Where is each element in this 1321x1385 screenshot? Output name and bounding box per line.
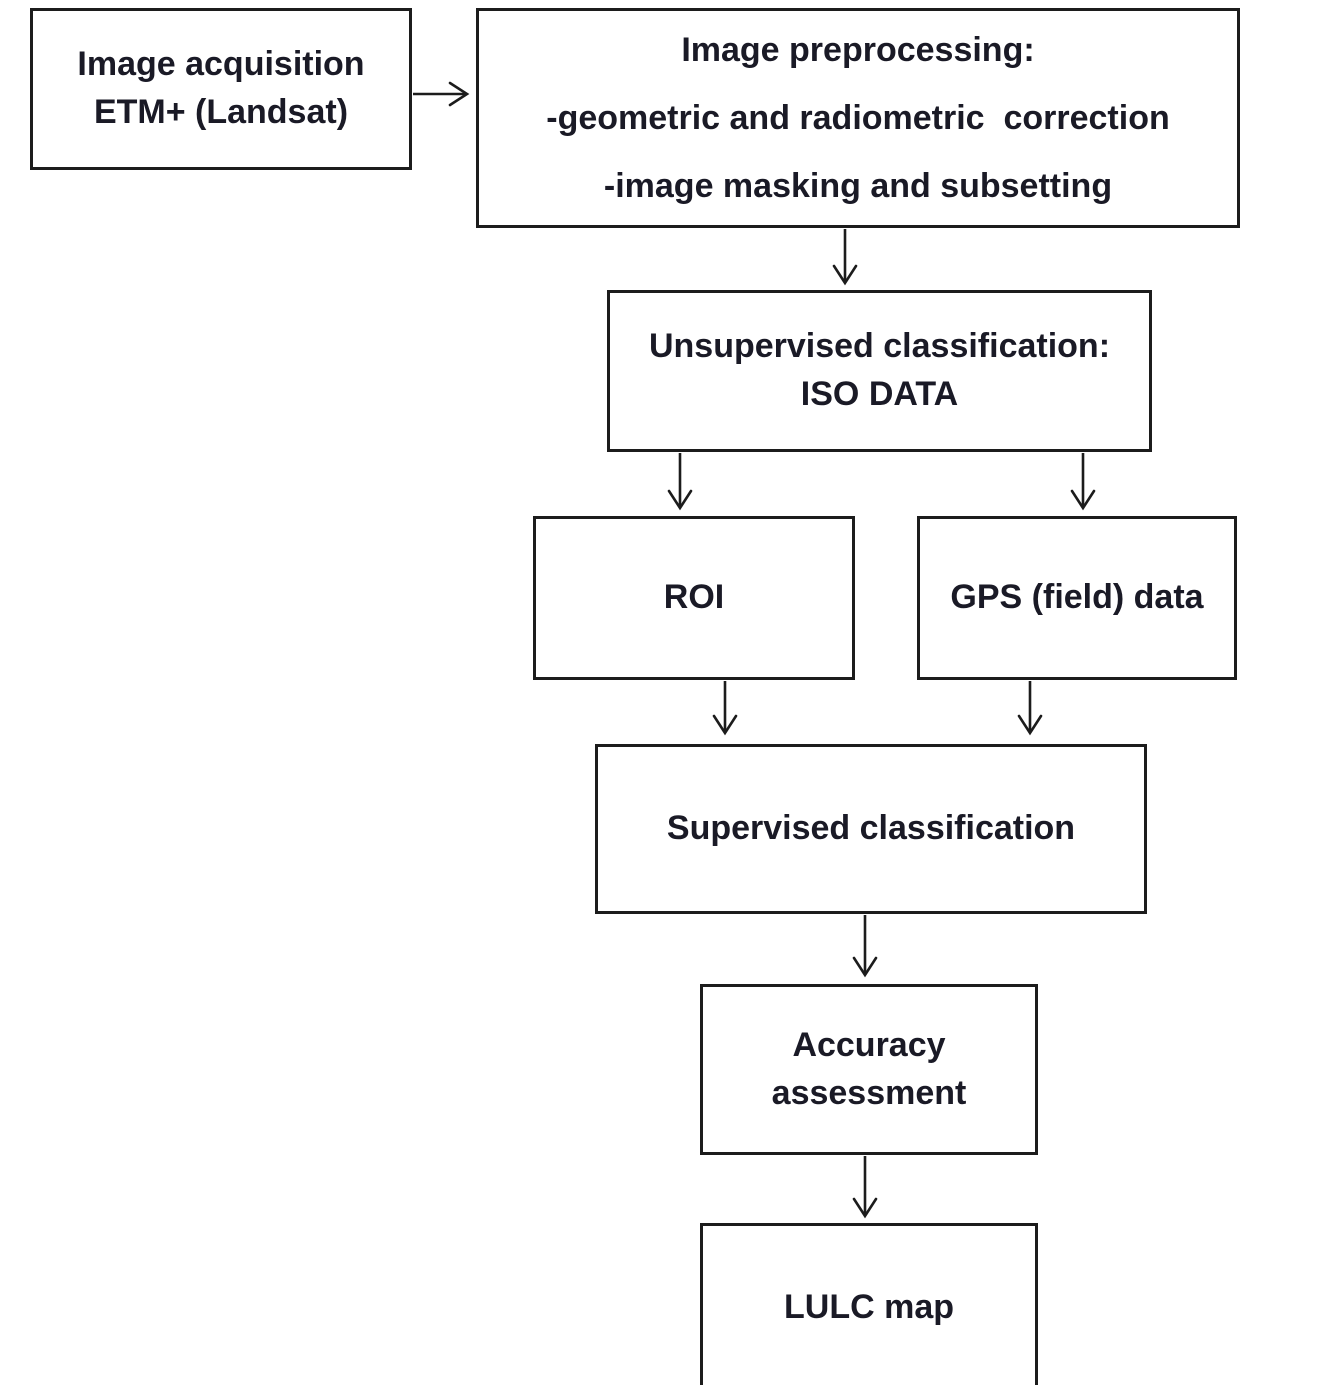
node-image-preprocessing: Image preprocessing: -geometric and radi… <box>476 8 1240 228</box>
node-unsupervised-classification-line1: Unsupervised classification: <box>648 327 1111 366</box>
node-gps-field-data-label: GPS (field) data <box>950 578 1204 617</box>
node-supervised-classification-label: Supervised classification <box>666 809 1076 848</box>
node-image-preprocessing-line2: -geometric and radiometric correction <box>546 99 1170 137</box>
node-lulc-map-label: LULC map <box>784 1288 954 1327</box>
node-roi-label: ROI <box>663 578 725 617</box>
node-image-acquisition: Image acquisition ETM+ (Landsat) <box>30 8 412 170</box>
node-image-acquisition-line2: ETM+ (Landsat) <box>93 93 349 131</box>
node-unsupervised-classification: Unsupervised classification: ISO DATA <box>607 290 1152 452</box>
node-supervised-classification: Supervised classification <box>595 744 1147 914</box>
node-image-preprocessing-line1: Image preprocessing: <box>681 31 1035 69</box>
node-unsupervised-classification-line2: ISO DATA <box>800 375 959 413</box>
node-lulc-map: LULC map <box>700 1223 1038 1385</box>
node-image-acquisition-line1: Image acquisition <box>77 45 365 84</box>
node-accuracy-assessment-line2: assessment <box>771 1073 967 1112</box>
node-accuracy-assessment-line1: Accuracy <box>792 1025 946 1064</box>
node-gps-field-data: GPS (field) data <box>917 516 1237 680</box>
node-accuracy-assessment: Accuracy assessment <box>700 984 1038 1155</box>
node-image-preprocessing-line3: -image masking and subsetting <box>603 167 1113 205</box>
node-roi: ROI <box>533 516 855 680</box>
